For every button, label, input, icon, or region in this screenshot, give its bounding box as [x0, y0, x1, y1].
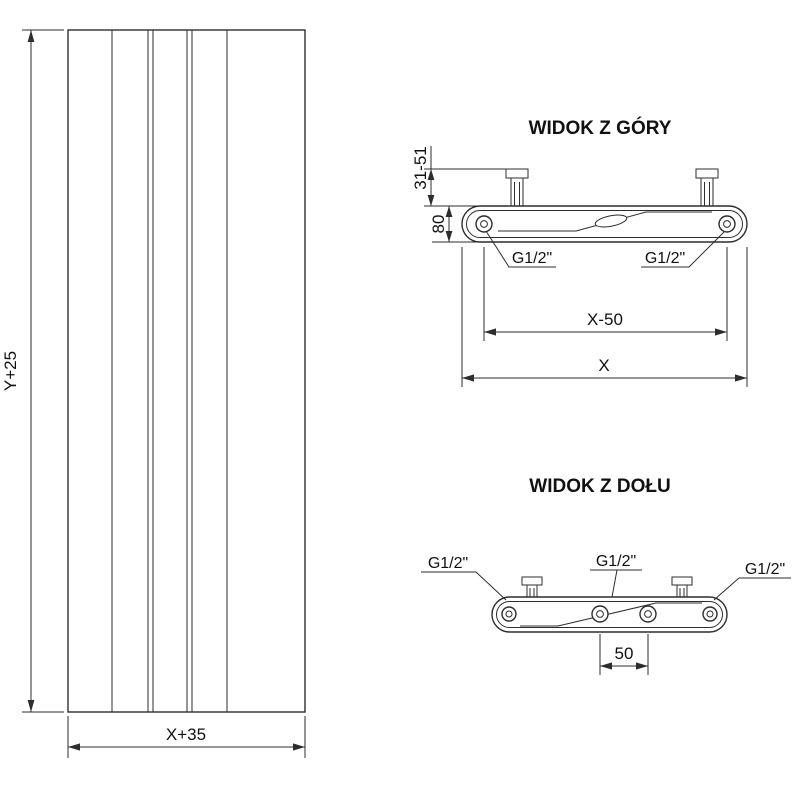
top-left-port-label: G1/2": [512, 250, 552, 267]
bottom-port-left-inner: [505, 610, 513, 618]
bottom-view: WIDOK Z DOŁU G1/2" G1/2" G1/2": [421, 476, 791, 675]
bottom-port-center2-outer: [639, 605, 657, 623]
top-port-spacing-dimension: X-50: [483, 247, 728, 341]
top-depth-dim-arrows: [445, 206, 453, 242]
bottom-port-left-outer: [501, 606, 517, 622]
top-bracket-left: [505, 168, 529, 207]
top-wall-distance-extension-lines: [424, 168, 506, 207]
bottom-port-center1-outer: [591, 605, 609, 623]
bottom-center-spacing-dimension: 50: [599, 634, 649, 675]
top-pipe-outline: [461, 205, 748, 243]
top-wall-distance-dim-arrows: [427, 169, 435, 206]
front-width-dim-label: X+35: [166, 725, 206, 744]
top-total-width-dim-label: X: [598, 356, 609, 375]
bottom-pipe-outline: [491, 596, 728, 633]
top-port-spacing-extension-lines: [483, 247, 728, 341]
front-view: Y+25 X+35: [1, 29, 306, 758]
bottom-pipe-break-line: [520, 602, 702, 627]
top-port-right-outer: [718, 215, 736, 233]
bottom-bracket-left: [521, 576, 543, 598]
bottom-view-title: WIDOK Z DOŁU: [529, 476, 670, 497]
top-port-left-inner: [480, 220, 488, 228]
top-total-width-extension-lines: [461, 247, 748, 387]
front-height-extension-lines: [22, 29, 64, 713]
bottom-center-port-label: G1/2": [596, 553, 636, 570]
top-view: WIDOK Z GÓRY 31-51: [411, 117, 748, 387]
top-pipe-inner-contour: [466, 210, 743, 238]
top-depth-dim-label: 80: [429, 215, 448, 234]
top-port-spacing-dim-label: X-50: [587, 310, 623, 329]
front-view-panel-lines: [111, 30, 228, 712]
top-port-right-inner: [723, 220, 731, 228]
top-wall-distance-dimension: 31-51: [411, 146, 506, 207]
top-right-port-leader-line: [641, 231, 725, 268]
top-wall-distance-dim-label: 31-51: [411, 146, 430, 189]
bottom-left-port-label: G1/2": [428, 555, 468, 572]
bottom-port-center2-inner: [644, 610, 652, 618]
bottom-bracket-right: [671, 576, 693, 598]
top-bracket-right: [695, 168, 719, 207]
bottom-pipe-inner-contour: [496, 601, 723, 628]
front-width-extension-lines: [67, 716, 306, 758]
front-width-dimension: X+35: [67, 716, 306, 758]
top-view-title: WIDOK Z GÓRY: [529, 117, 672, 139]
bottom-right-port-label: G1/2": [745, 561, 785, 578]
bottom-center-spacing-extension-lines: [599, 634, 649, 675]
front-height-dimension: Y+25: [1, 29, 64, 713]
top-port-left-outer: [475, 215, 493, 233]
bottom-port-center1-inner: [596, 610, 604, 618]
bottom-center-spacing-dim-arrows: [600, 662, 648, 670]
bottom-port-right-inner: [706, 610, 714, 618]
bottom-port-right-outer: [702, 606, 718, 622]
top-total-width-dimension: X: [461, 247, 748, 387]
bottom-left-port-leader-line: [421, 571, 507, 601]
bottom-right-port-leader-line: [713, 577, 791, 601]
top-depth-dimension: 80: [429, 206, 480, 243]
top-right-port-label: G1/2": [645, 250, 685, 267]
front-height-dim-label: Y+25: [1, 351, 20, 391]
bottom-center-spacing-dim-label: 50: [615, 644, 634, 663]
top-left-port-leader-line: [485, 230, 556, 268]
top-pipe-vent-detail: [594, 214, 628, 228]
bottom-center-port-leader-line: [590, 569, 642, 598]
